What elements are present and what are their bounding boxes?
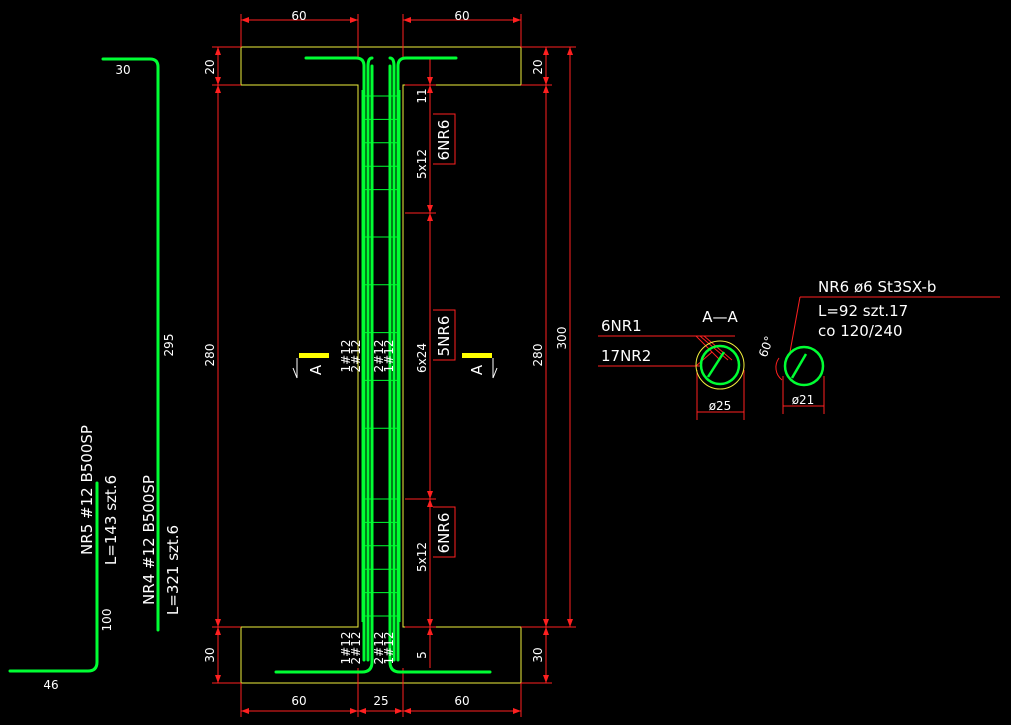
dim-bottom-left: 60 <box>291 694 306 708</box>
dim-right-bottom: 30 <box>531 647 545 662</box>
dim-diameter-stirrup: ø21 <box>792 393 815 407</box>
dim-stirrup-gap-top: 11 <box>415 88 429 103</box>
stirrup-ladder <box>361 90 401 622</box>
dim-bar-side: 295 <box>162 334 176 357</box>
dim-stirrup-gap-bottom: 5 <box>415 651 429 659</box>
dim-bar-bottom: 46 <box>43 678 58 692</box>
dim-hook-angle: 60° <box>756 334 776 359</box>
section-mark-left: A <box>307 364 325 375</box>
stirrup-spacing: co 120/240 <box>818 322 903 340</box>
label-bars-column-2: 2#12 <box>349 340 363 373</box>
bar-nr5-shape <box>8 481 99 673</box>
dim-right-total: 300 <box>555 327 569 350</box>
label-stirrups-zone-3: 6NR6 <box>435 513 453 554</box>
rebar-elevation <box>274 56 492 674</box>
label-stirrups-zone-1: 6NR6 <box>435 120 453 161</box>
dim-stirrup-zone-2: 6x24 <box>415 343 429 373</box>
dim-left-bottom: 30 <box>203 647 217 662</box>
dimension-texts: 60 60 60 25 60 20 280 30 20 280 30 300 3… <box>43 9 814 708</box>
bar-nr5-spec: NR5 #12 B500SP <box>78 425 96 555</box>
section-label-6nr1: 6NR1 <box>601 317 642 335</box>
label-bars-bottom-1: 1#12 <box>339 632 353 665</box>
dimension-lines <box>212 14 1000 717</box>
label-stirrups-zone-2: 5NR6 <box>435 316 453 357</box>
dim-bottom-right: 60 <box>454 694 469 708</box>
bar-nr5-length: L=143 szt.6 <box>102 475 120 565</box>
dim-right-mid: 280 <box>531 344 545 367</box>
dim-right-top: 20 <box>531 59 545 74</box>
bar-nr4-shape <box>101 57 160 632</box>
section-title: A—A <box>702 308 738 326</box>
dim-bar-short: 100 <box>100 609 114 632</box>
label-bars-column-4: 1#12 <box>382 340 396 373</box>
dim-left-mid: 280 <box>203 344 217 367</box>
section-markers <box>292 353 498 379</box>
stirrup-spec: NR6 ø6 St3SX-b <box>818 278 936 296</box>
dim-top-right: 60 <box>454 9 469 23</box>
section-mark-right: A <box>468 364 486 375</box>
dim-bottom-gap: 25 <box>373 694 388 708</box>
dim-diameter-section: ø25 <box>709 399 732 413</box>
stirrup-length: L=92 szt.17 <box>818 302 908 320</box>
section-aa-drawing <box>695 340 825 390</box>
label-bars-bottom-3: 2#12 <box>372 632 386 665</box>
label-bars-bottom-2: 2#12 <box>349 632 363 665</box>
dim-top-left: 60 <box>291 9 306 23</box>
bar-nr4-spec: NR4 #12 B500SP <box>140 475 158 605</box>
labels: 6NR6 5NR6 6NR6 A A 1#12 2#12 2#12 1#12 1… <box>78 120 936 665</box>
label-bars-bottom-4: 1#12 <box>382 632 396 665</box>
dim-left-top: 20 <box>203 59 217 74</box>
label-bars-column-3: 2#12 <box>372 340 386 373</box>
section-label-17nr2: 17NR2 <box>601 347 651 365</box>
dim-stirrup-zone-1: 5x12 <box>415 149 429 179</box>
dimension-arrowheads <box>215 17 573 714</box>
dim-stirrup-zone-3: 5x12 <box>415 542 429 572</box>
dim-bar-top: 30 <box>115 63 130 77</box>
label-bars-column-1: 1#12 <box>339 340 353 373</box>
bar-nr4-length: L=321 szt.6 <box>164 525 182 615</box>
rebar-bar-shapes <box>8 57 160 673</box>
